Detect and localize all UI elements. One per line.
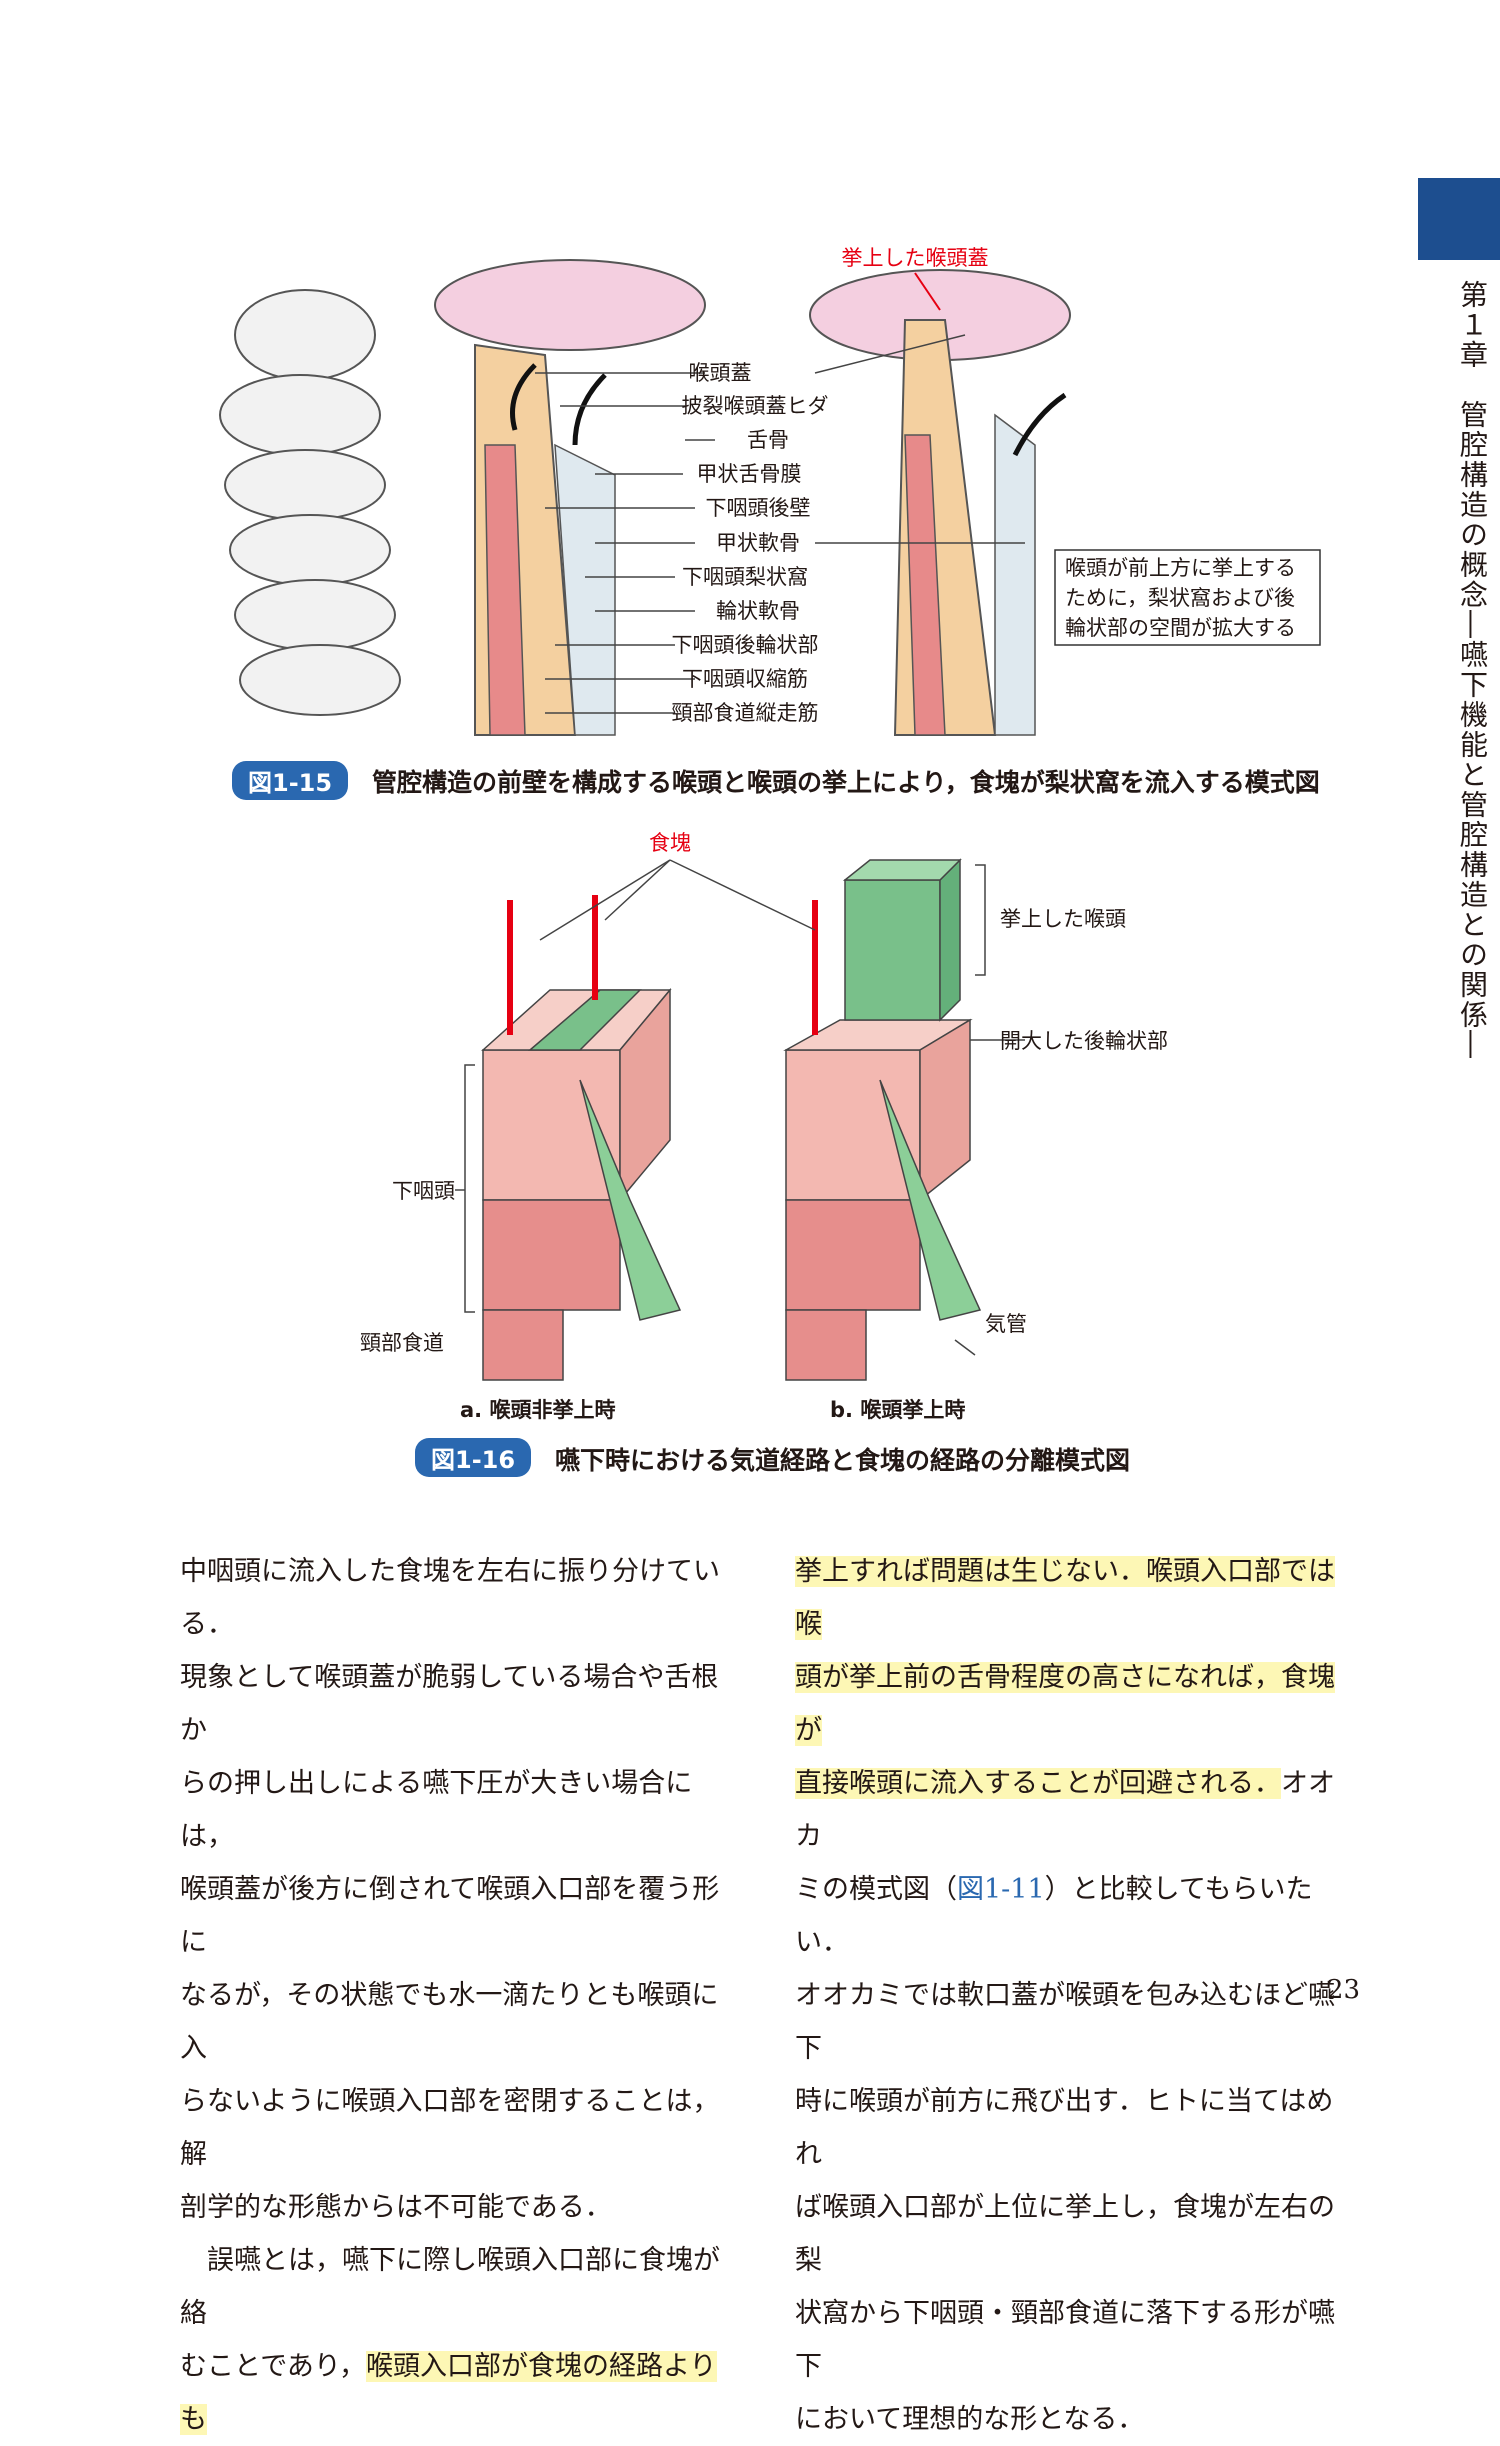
bolus-arrows xyxy=(510,363,1067,457)
label-piriform-sinus: 下咽頭梨状窩 xyxy=(682,565,808,589)
fig16-leaders xyxy=(455,859,1025,1356)
chapter-tab xyxy=(1418,178,1500,260)
label-leaders xyxy=(535,334,1025,714)
note-line-2: ために，梨状窩および後 xyxy=(1065,586,1295,610)
body-column-right: 挙上すれば問題は生じない．喉頭入口部では喉 頭が挙上前の舌骨程度の高さになれば，… xyxy=(795,1545,1350,2446)
body-paragraph-2: 誤嚥とは，嚥下に際し喉頭入口部に食塊が絡 むことであり，喉頭入口部が食塊の経路よ… xyxy=(180,2234,735,2446)
label-hypopharynx: 下咽頭 xyxy=(392,1179,455,1203)
label-bolus: 食塊 xyxy=(649,831,691,855)
diagram-a xyxy=(481,987,682,1381)
note-line-1: 喉頭が前上方に挙上する xyxy=(1065,556,1296,580)
figure-1-15: 喉頭蓋 披裂喉頭蓋ヒダ 舌骨 甲状舌骨膜 下咽頭後壁 甲状軟骨 下咽頭梨状窩 輪… xyxy=(219,246,1321,736)
body-paragraph-3: 挙上すれば問題は生じない．喉頭入口部では喉 頭が挙上前の舌骨程度の高さになれば，… xyxy=(795,1545,1350,2446)
label-posterior-wall: 下咽頭後壁 xyxy=(706,496,811,520)
larynx-illustration-right xyxy=(809,269,1071,736)
diagram-b xyxy=(783,858,982,1381)
label-cricoid: 輪状軟骨 xyxy=(716,599,800,623)
body-text-right-a: オオカ ミの模式図（ xyxy=(795,1768,1335,1905)
body-paragraph-1: 中咽頭に流入した食塊を左右に振り分けている． 現象として喉頭蓋が脆弱している場合… xyxy=(180,1556,720,2223)
label-raised-larynx: 挙上した喉頭 xyxy=(1000,907,1126,931)
note-line-3: 輪状部の空間が拡大する xyxy=(1065,616,1296,640)
caption-badge-1-16: 図1-16 xyxy=(415,1438,532,1477)
page-number: 23 xyxy=(1326,1975,1360,2005)
label-hyoid: 舌骨 xyxy=(747,428,789,452)
subcaption-a: a. 喉頭非挙上時 xyxy=(460,1398,615,1422)
label-raised-epiglottis: 挙上した喉頭蓋 xyxy=(842,246,989,270)
cervical-spine-illustration xyxy=(219,289,401,716)
label-thyrohyoid-membrane: 甲状舌骨膜 xyxy=(697,462,802,486)
body-text-right-b: ）と比較してもらいたい． オオカミでは軟口蓋が喉頭を包み込むほど嚥下 時に喉頭が… xyxy=(795,1874,1335,2435)
label-trachea: 気管 xyxy=(985,1312,1027,1336)
figure-1-16: 食塊 挙上した喉頭 開大した後輪状部 下咽頭 頸部食道 気管 xyxy=(360,831,1168,1422)
caption-1-16: 嚥下時における気道経路と食塊の経路の分離模式図 xyxy=(555,1446,1131,1475)
label-aryepiglottic-fold: 披裂喉頭蓋ヒダ xyxy=(682,394,829,418)
highlight-text-right: 挙上すれば問題は生じない．喉頭入口部では喉 頭が挙上前の舌骨程度の高さになれば，… xyxy=(795,1556,1335,1799)
body-column-left: 中咽頭に流入した食塊を左右に振り分けている． 現象として喉頭蓋が脆弱している場合… xyxy=(180,1545,735,2446)
subcaption-b: b. 喉頭挙上時 xyxy=(830,1398,965,1422)
figure-ref-link[interactable]: 図1-11 xyxy=(957,1874,1045,1905)
caption-1-15: 管腔構造の前壁を構成する喉頭と喉頭の挙上により，食塊が梨状窩を流入する模式図 xyxy=(372,768,1320,797)
label-widened-postcricoid: 開大した後輪状部 xyxy=(1000,1029,1168,1053)
label-cervical-esophagus: 頸部食道 xyxy=(360,1331,444,1355)
red-arrows xyxy=(507,895,818,1035)
chapter-side-title: 第１章 管腔構造の概念―嚥下機能と管腔構造との関係― xyxy=(1456,280,1489,1060)
label-constrictor: 下咽頭収縮筋 xyxy=(682,667,808,691)
label-esophageal-muscle: 頸部食道縦走筋 xyxy=(672,701,819,725)
label-postcricoid: 下咽頭後輪状部 xyxy=(672,633,819,657)
label-epiglottis: 喉頭蓋 xyxy=(689,361,752,385)
label-thyroid-cartilage: 甲状軟骨 xyxy=(716,531,800,555)
note-box: 喉頭が前上方に挙上する ために，梨状窩および後 輪状部の空間が拡大する xyxy=(1054,549,1321,646)
larynx-illustration-left xyxy=(434,259,706,736)
caption-badge-1-15: 図1-15 xyxy=(232,761,349,800)
